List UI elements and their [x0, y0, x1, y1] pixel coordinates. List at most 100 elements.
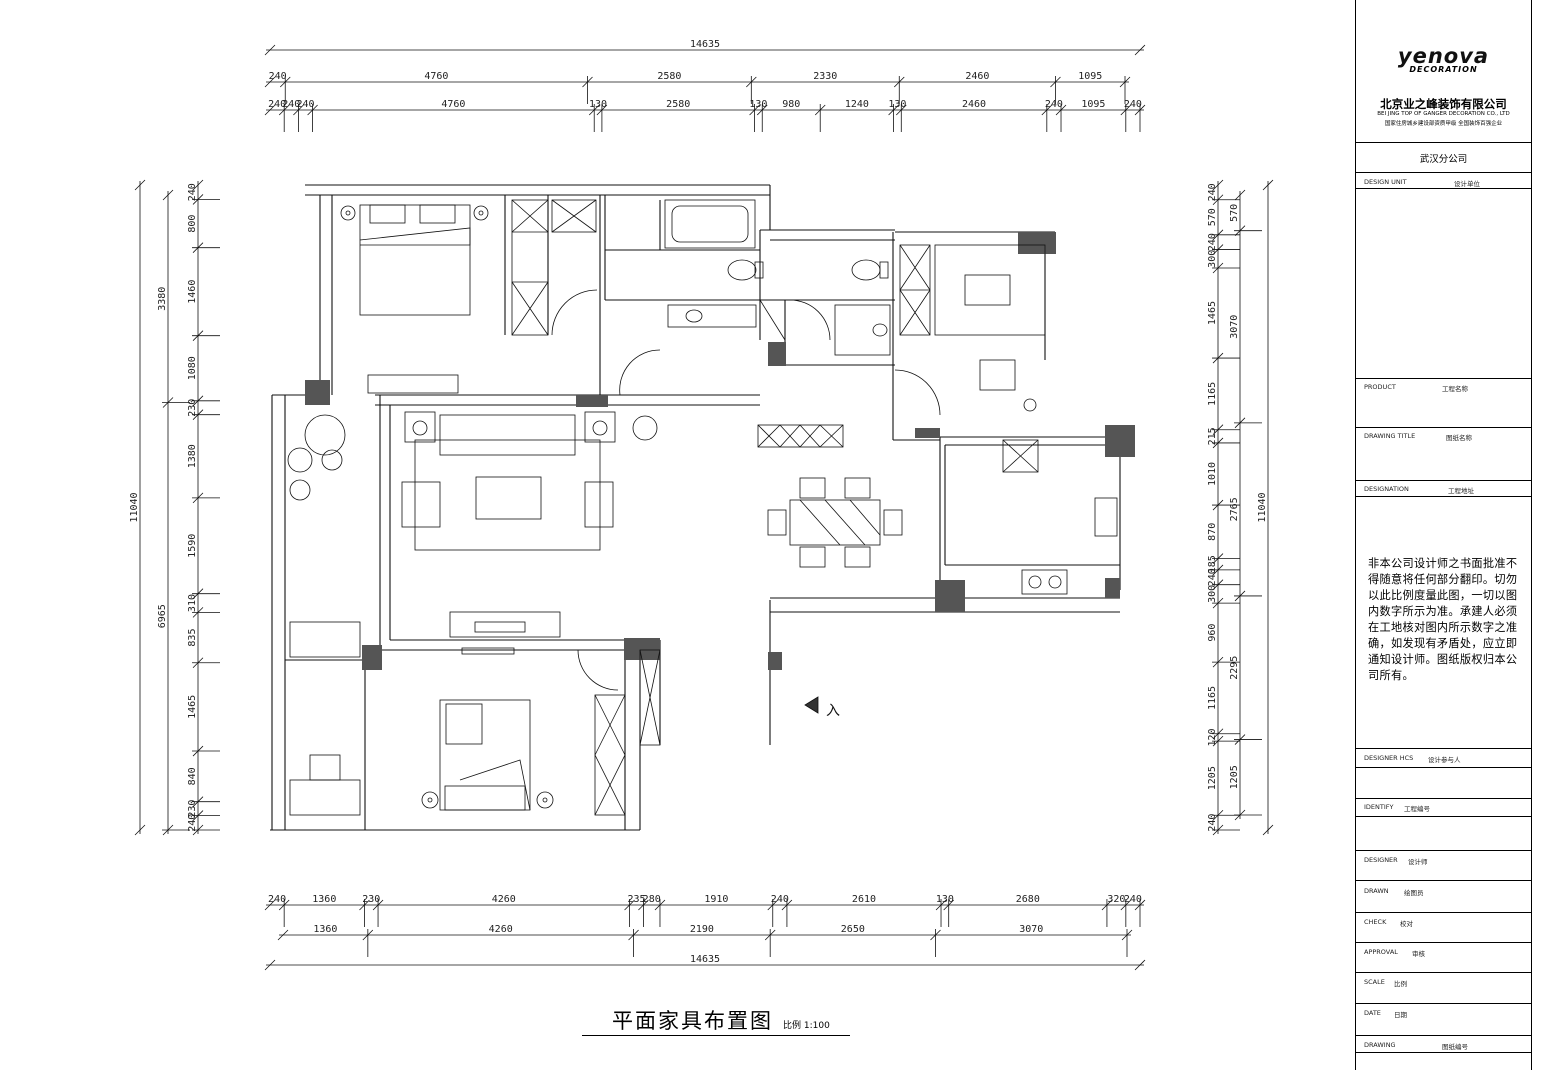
walls	[270, 184, 1135, 831]
dim-line	[277, 929, 289, 941]
logo-wordmark: yenova	[1397, 44, 1490, 68]
dim-label: 1095	[1078, 71, 1102, 82]
dim-line	[1212, 179, 1224, 191]
dim-label: 840	[187, 767, 198, 785]
furniture	[287, 199, 1118, 816]
divider	[1356, 798, 1531, 799]
dim-label: 300	[1207, 585, 1218, 603]
row-value: 审核	[1412, 950, 1425, 958]
dim-label: 2680	[1016, 894, 1040, 905]
row-value: 设计师	[1408, 858, 1428, 866]
dim-label: 2460	[965, 71, 989, 82]
dim-label: 2610	[852, 894, 876, 905]
dim-label: 1465	[187, 695, 198, 719]
dim-label: 240	[1045, 99, 1063, 110]
dim-label: 1205	[1229, 765, 1240, 789]
divider	[1356, 1003, 1531, 1004]
dim-label: 240	[771, 894, 789, 905]
dim-label: 240	[282, 99, 300, 110]
dim-label: 215	[1207, 427, 1218, 445]
dim-label: 240	[296, 99, 314, 110]
dim-label: 2580	[657, 71, 681, 82]
row-label: APPROVAL	[1364, 948, 1398, 956]
dim-line	[1234, 189, 1246, 201]
company-logo: yenova DECORATION	[1356, 44, 1531, 74]
dim-label: 1590	[187, 534, 198, 558]
dim-label: 1165	[1207, 686, 1218, 710]
dim-line	[1134, 44, 1146, 56]
title-block: yenova DECORATION 北京业之峰装饰有限公司 BEI JING T…	[1355, 0, 1532, 1070]
row-label: DRAWING TITLE	[1364, 432, 1416, 440]
dim-label: 3380	[157, 287, 168, 311]
dim-label: 4260	[489, 924, 513, 935]
divider	[1356, 816, 1531, 817]
dim-label: 130	[888, 99, 906, 110]
dim-label: 14635	[690, 39, 720, 50]
dim-line	[1134, 959, 1146, 971]
row-label: DESIGNATION	[1364, 485, 1409, 493]
dimension-lines	[134, 44, 1274, 971]
divider	[1356, 912, 1531, 913]
company-note: 国家住房城乡建设部资质甲级 全国装饰百强企业	[1384, 121, 1503, 127]
dim-line	[134, 824, 146, 836]
divider	[1356, 480, 1531, 481]
row-value: 工程地址	[1448, 487, 1474, 495]
dim-label: 4760	[441, 99, 465, 110]
dim-label: 1910	[704, 894, 728, 905]
divider	[1356, 1035, 1531, 1036]
dim-label: 2190	[690, 924, 714, 935]
dim-label: 4260	[492, 894, 516, 905]
divider	[1356, 850, 1531, 851]
dim-label: 1080	[187, 356, 198, 380]
dim-label: 235	[627, 894, 645, 905]
row-value: 日期	[1394, 1011, 1407, 1019]
dim-label: 130	[936, 894, 954, 905]
dim-label: 570	[1207, 208, 1218, 226]
dim-label: 570	[1229, 204, 1240, 222]
row-value: 图纸名称	[1446, 434, 1472, 442]
row-label: DATE	[1364, 1009, 1381, 1017]
divider	[1356, 942, 1531, 943]
dim-label: 230	[187, 399, 198, 417]
divider	[1356, 172, 1531, 173]
row-label: CHECK	[1364, 918, 1387, 926]
row-label: DESIGNER	[1364, 856, 1398, 864]
dim-label: 14635	[690, 954, 720, 965]
dim-label: 1360	[313, 924, 337, 935]
dim-label: 1240	[845, 99, 869, 110]
dim-label: 2650	[841, 924, 865, 935]
row-value: 校对	[1400, 920, 1413, 928]
dim-label: 240	[187, 183, 198, 201]
row-value: 绘图员	[1404, 889, 1424, 897]
dim-label: 280	[643, 894, 661, 905]
dim-line	[264, 76, 276, 88]
divider	[1356, 880, 1531, 881]
dim-label: 320	[1107, 894, 1125, 905]
row-label: DRAWN	[1364, 887, 1389, 895]
dim-label: 185	[1207, 555, 1218, 573]
dim-label: 11040	[129, 492, 140, 522]
divider	[1356, 378, 1531, 379]
dim-label: 4760	[424, 71, 448, 82]
row-value: 设计参与人	[1428, 756, 1461, 764]
dim-label: 3070	[1229, 315, 1240, 339]
plan-title: 平面家具布置图	[612, 1009, 773, 1033]
row-value: 设计单位	[1454, 180, 1480, 188]
dim-line	[192, 179, 204, 191]
row-value: 工程编号	[1404, 805, 1430, 813]
dim-label: 120	[1207, 728, 1218, 746]
divider	[1356, 972, 1531, 973]
dim-label: 2460	[962, 99, 986, 110]
branch-name: 武汉分公司	[1419, 154, 1468, 165]
row-label: PRODUCT	[1364, 383, 1396, 391]
dim-label: 240	[1207, 183, 1218, 201]
row-value: 图纸编号	[1442, 1043, 1468, 1051]
dim-label: 300	[1207, 250, 1218, 268]
dim-label: 1460	[187, 280, 198, 304]
dim-line	[134, 179, 146, 191]
doors	[551, 289, 941, 691]
dim-label: 1380	[187, 444, 198, 468]
dim-label: 6965	[157, 604, 168, 628]
dim-label: 240	[1124, 99, 1142, 110]
